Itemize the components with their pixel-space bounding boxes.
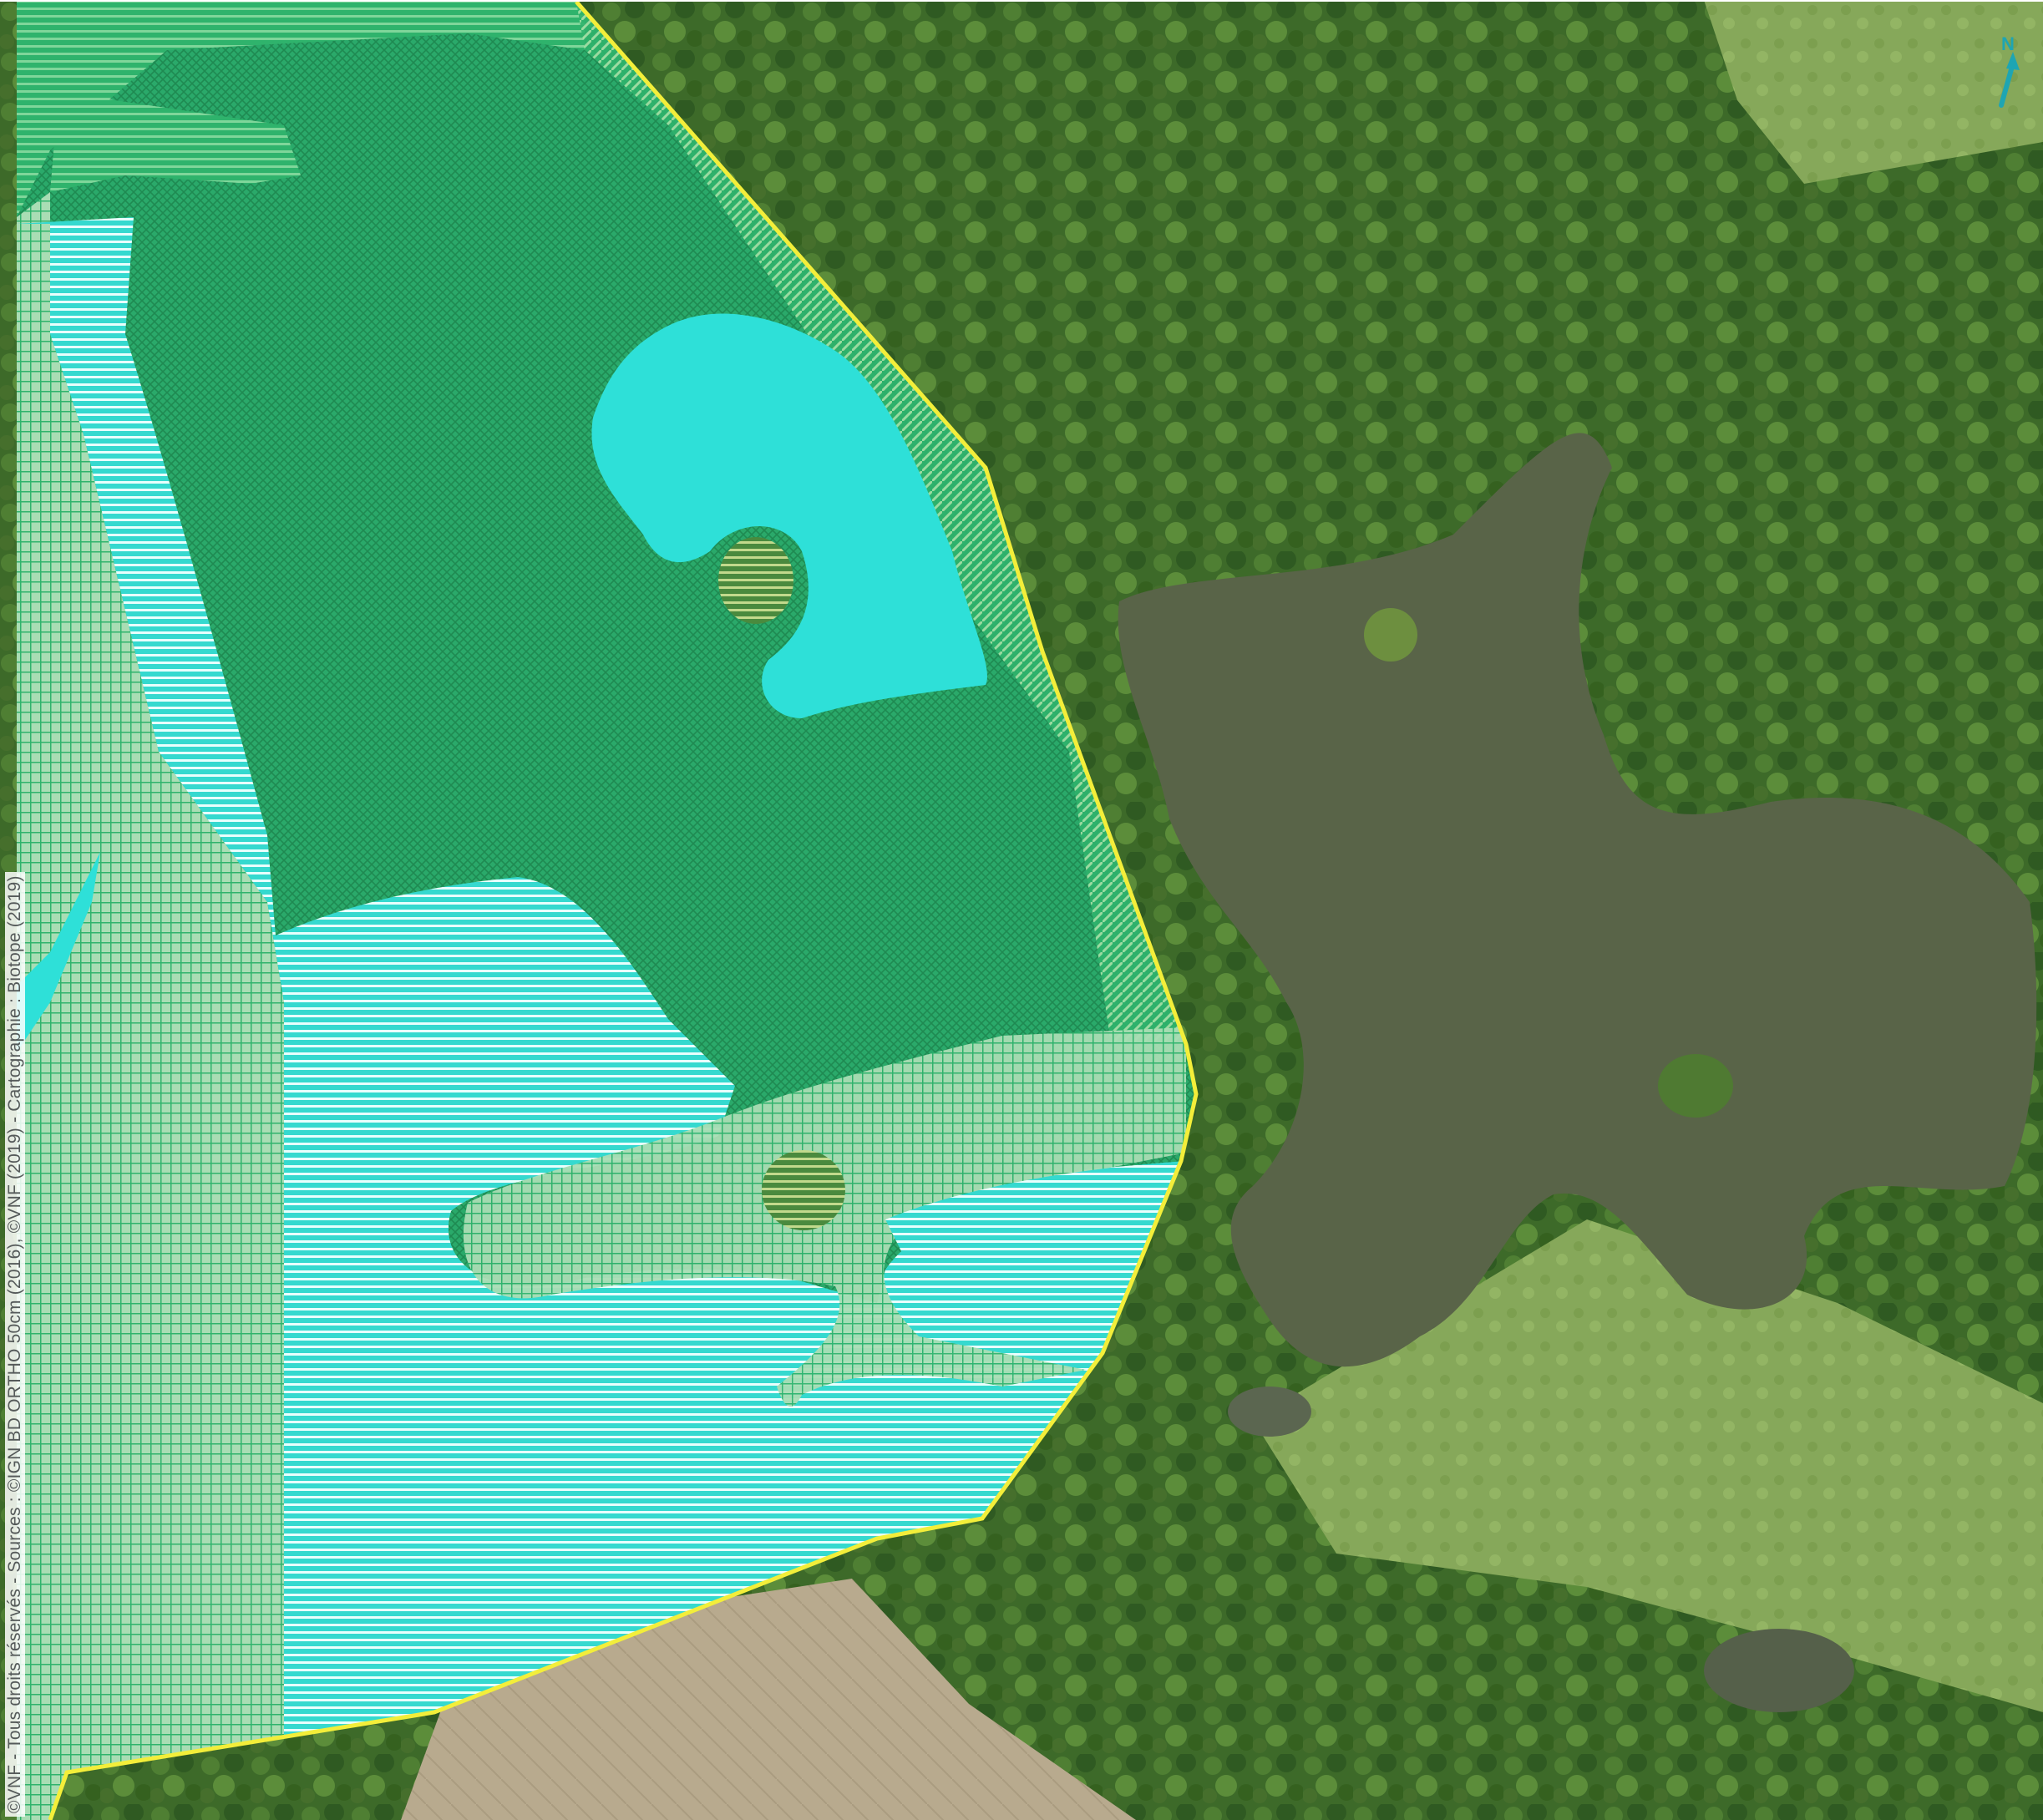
pond (1118, 433, 2037, 1367)
stripe-region-cyan[interactable] (17, 217, 1186, 1820)
cyan-polygon[interactable] (591, 313, 987, 718)
map-credit: ©VNF - Tous droits réservés - Sources : … (5, 872, 25, 1817)
site-boundary[interactable] (48, 0, 1199, 1820)
north-arrow-icon: N (1999, 33, 2020, 108)
north-label: N (2001, 33, 2015, 54)
